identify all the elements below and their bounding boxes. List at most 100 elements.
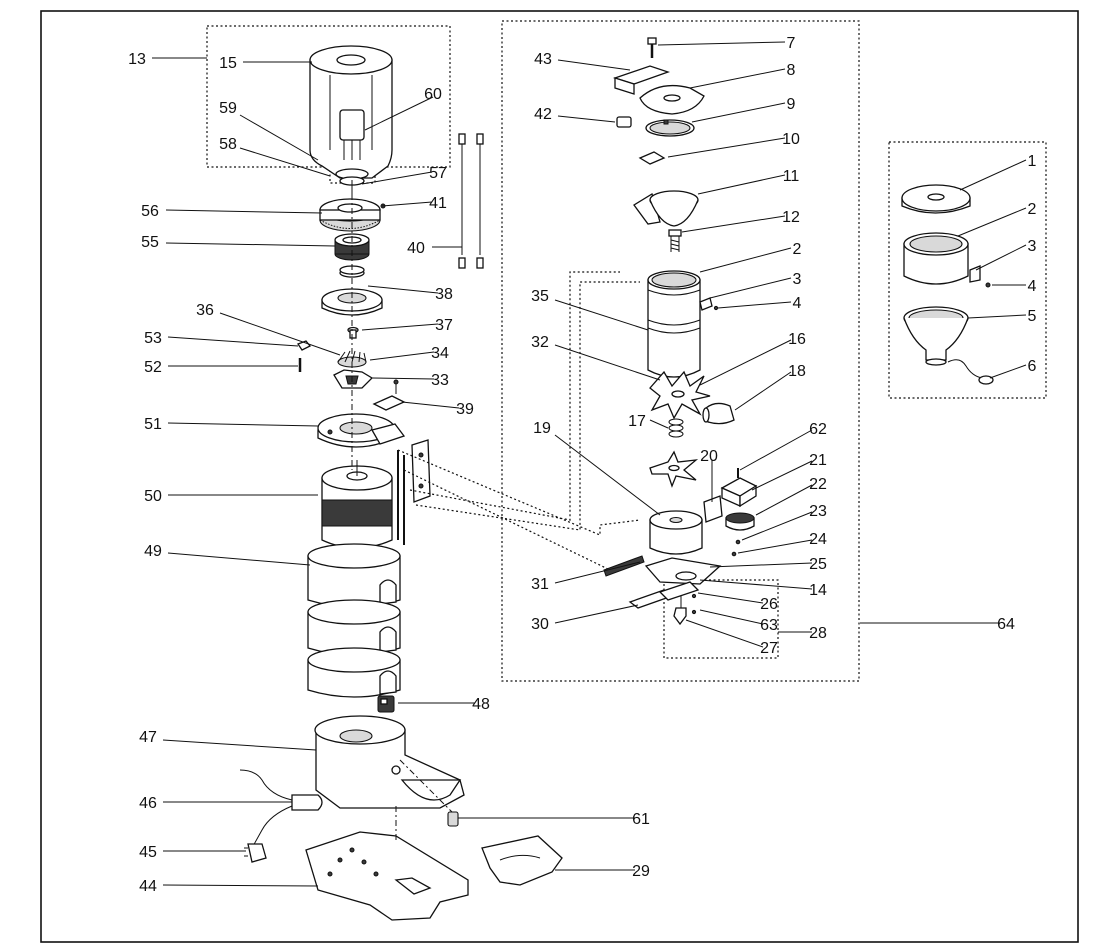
callout-l41: 41 xyxy=(381,195,447,212)
part-number-label: 14 xyxy=(809,582,827,599)
callout-l48: 48 xyxy=(398,696,490,713)
leader-line-l47 xyxy=(162,739,317,751)
group-box-hopper-kit xyxy=(888,141,1047,399)
funnel-11 xyxy=(633,190,699,227)
leader-line-l23 xyxy=(741,511,813,541)
capacitor-46 xyxy=(239,769,323,849)
part-number-label: 25 xyxy=(809,556,827,573)
bottom-plate-44 xyxy=(305,831,469,921)
impeller-33 xyxy=(333,369,374,389)
lid-1 xyxy=(901,184,971,214)
part-number-label: 4 xyxy=(1028,278,1037,295)
connector-dotted-3 xyxy=(409,271,620,521)
leader-line-l37 xyxy=(361,323,439,331)
spring-10 xyxy=(638,151,666,165)
callout-l44: 44 xyxy=(139,878,319,895)
part-number-label: 18 xyxy=(788,363,806,380)
callout-l6: 6 xyxy=(989,358,1037,379)
part-number-label: 33 xyxy=(431,372,449,389)
bracket-plate xyxy=(411,439,431,503)
leader-line-l51 xyxy=(167,422,319,427)
leader-line-l25 xyxy=(709,562,813,568)
leader-line-l59 xyxy=(239,114,319,161)
part-number-label: 10 xyxy=(782,131,800,148)
cap-6 xyxy=(947,359,994,385)
part-number-label: 20 xyxy=(700,448,718,465)
callout-l42: 42 xyxy=(534,106,616,123)
bracket-20 xyxy=(703,495,723,523)
part-number-label: 3 xyxy=(793,271,802,288)
spout-27 xyxy=(673,596,687,626)
group-box-spout xyxy=(663,579,779,659)
part-number-label: 12 xyxy=(782,209,800,226)
leader-line-l30 xyxy=(554,604,639,624)
callout-l10: 10 xyxy=(667,131,800,158)
callout-l37: 37 xyxy=(361,317,453,334)
leader-line-l41 xyxy=(381,201,433,207)
callout-l56: 56 xyxy=(141,203,323,220)
leader-line-l3b xyxy=(709,277,792,299)
callout-l53: 53 xyxy=(144,330,299,347)
part-number-label: 50 xyxy=(144,488,162,505)
callout-l31: 31 xyxy=(531,561,641,593)
callout-l26: 26 xyxy=(697,592,778,613)
callout-l19: 19 xyxy=(533,420,661,516)
part-number-label: 30 xyxy=(531,616,549,633)
leader-line-l57 xyxy=(361,171,433,185)
part-number-label: 39 xyxy=(456,401,474,418)
leader-line-l3a xyxy=(975,244,1027,271)
callout-l27: 27 xyxy=(685,619,778,657)
part-number-label: 26 xyxy=(760,596,778,613)
leader-line-l33 xyxy=(371,377,435,380)
part-number-label: 11 xyxy=(783,168,800,185)
part-number-label: 44 xyxy=(139,878,157,895)
clip-3-4-right xyxy=(699,297,719,311)
part-number-label: 48 xyxy=(472,696,490,713)
leader-line-l24 xyxy=(737,539,813,554)
connector-dotted-4 xyxy=(415,281,640,531)
callout-l55: 55 xyxy=(141,234,336,251)
block-21 xyxy=(720,477,758,508)
pins-26-63 xyxy=(691,593,697,615)
cup-22 xyxy=(725,512,755,531)
base-47 xyxy=(314,715,465,809)
screw-7 xyxy=(647,37,657,58)
leader-line-l4b xyxy=(717,301,792,309)
part-number-label: 37 xyxy=(435,317,453,334)
connector-dotted-1 xyxy=(397,449,641,536)
drip-tray-29 xyxy=(481,835,563,886)
housing-sleeve-49c xyxy=(307,647,401,698)
part-number-label: 28 xyxy=(809,625,827,642)
leader-line-l18 xyxy=(734,371,792,411)
part-number-label: 17 xyxy=(628,413,646,430)
callout-l18: 18 xyxy=(734,363,806,411)
leader-line-l22 xyxy=(755,484,813,516)
leader-line-l49 xyxy=(167,552,311,566)
leader-line-l55 xyxy=(165,242,336,247)
outer-frame xyxy=(40,10,1079,943)
callout-l52: 52 xyxy=(144,359,298,376)
leader-line-l12 xyxy=(681,215,786,233)
callout-l15: 15 xyxy=(219,55,312,72)
part-number-label: 4 xyxy=(793,295,802,312)
callout-l22: 22 xyxy=(755,476,827,516)
base-plate-14 xyxy=(644,557,722,585)
callout-l43: 43 xyxy=(534,51,631,71)
leader-line-l10 xyxy=(667,137,786,158)
part-number-label: 7 xyxy=(787,35,796,52)
callout-l3a: 3 xyxy=(975,238,1037,271)
motor-50 xyxy=(321,460,393,549)
part-number-label: 55 xyxy=(141,234,159,251)
leader-line-l11 xyxy=(697,174,786,195)
part-number-label: 2 xyxy=(793,241,802,258)
housing-sleeve-49b xyxy=(307,599,401,656)
callout-l49: 49 xyxy=(144,543,311,566)
leader-line-l56 xyxy=(165,209,323,214)
part-number-label: 16 xyxy=(788,331,806,348)
leader-line-l34 xyxy=(369,351,435,361)
callout-l25: 25 xyxy=(709,556,827,573)
part-number-label: 38 xyxy=(435,286,453,303)
leader-line-l62 xyxy=(739,429,813,471)
callout-l9: 9 xyxy=(691,96,796,123)
